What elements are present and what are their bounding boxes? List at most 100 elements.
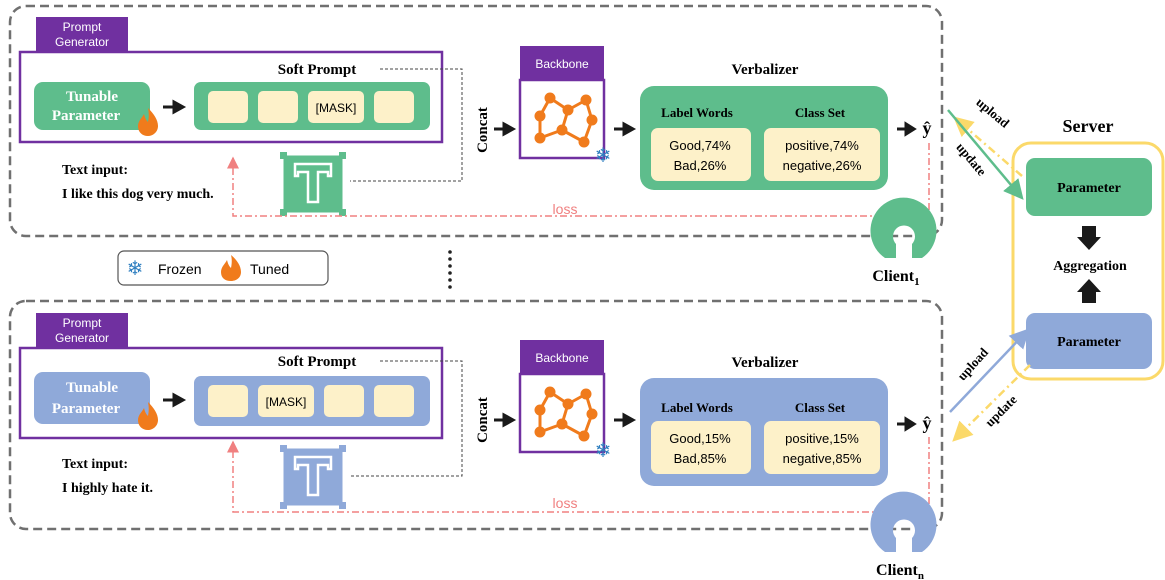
text-input-value: I like this dog very much. bbox=[62, 187, 214, 202]
tunable-label-2: Parameter bbox=[52, 108, 121, 124]
client-1-panel: Prompt Generator Tunable Parameter Soft … bbox=[8, 4, 944, 238]
prompt-generator-label-1: Prompt bbox=[63, 20, 102, 34]
label-words-header: Label Words bbox=[661, 400, 733, 415]
soft-prompt-title: Soft Prompt bbox=[278, 354, 356, 370]
label-words-header: Label Words bbox=[661, 105, 733, 120]
prompt-generator-label-2: Generator bbox=[55, 35, 109, 49]
arrow-down bbox=[1077, 226, 1101, 250]
loss-label: loss bbox=[553, 201, 578, 217]
backbone-label: Backbone bbox=[535, 351, 589, 365]
concat-label: Concat bbox=[475, 107, 491, 153]
arrow-to-soft-prompt bbox=[163, 392, 187, 408]
class-negative: negative,26% bbox=[783, 158, 862, 173]
verbalizer-title: Verbalizer bbox=[732, 62, 799, 78]
snowflake-icon: ❄ bbox=[595, 440, 612, 462]
arrow-to-verbalizer bbox=[614, 412, 637, 428]
label-word-bad: Bad,26% bbox=[674, 158, 727, 173]
arrow-up bbox=[1077, 279, 1101, 303]
mask-token bbox=[258, 385, 314, 417]
loss-path bbox=[227, 143, 930, 217]
server-panel: Server Parameter Aggregation Parameter bbox=[1011, 116, 1165, 381]
prompt-generator-label-2: Generator bbox=[55, 331, 109, 345]
verbalizer-title: Verbalizer bbox=[732, 355, 799, 371]
ellipsis-dots bbox=[448, 250, 452, 289]
client-n-sync-arrows: upload update bbox=[949, 328, 1031, 442]
client-1-sync-arrows: upload update bbox=[947, 94, 1024, 200]
client-1-icon: Client1 bbox=[870, 197, 937, 288]
tunable-label-2: Parameter bbox=[52, 401, 121, 417]
arrow-to-soft-prompt bbox=[163, 99, 187, 115]
server-title: Server bbox=[1063, 116, 1114, 136]
label-words-cell bbox=[651, 421, 751, 474]
legend-tuned: Tuned bbox=[250, 261, 289, 277]
label-word-good: Good,15% bbox=[669, 431, 731, 446]
arrow-to-backbone bbox=[494, 121, 517, 137]
tunable-label-1: Tunable bbox=[66, 380, 118, 396]
client-n-icon: Clientn bbox=[870, 491, 937, 580]
flame-icon bbox=[221, 255, 241, 281]
tunable-label-1: Tunable bbox=[66, 89, 118, 105]
upload-label: upload bbox=[954, 344, 991, 383]
mask-token bbox=[308, 91, 364, 123]
loss-path bbox=[227, 437, 930, 513]
arrow-to-output bbox=[897, 416, 917, 432]
snowflake-icon: ❄ bbox=[595, 145, 612, 167]
tunable-parameter-box[interactable] bbox=[34, 372, 150, 424]
server-parameter-bottom[interactable] bbox=[1026, 313, 1152, 369]
update-label: update bbox=[982, 392, 1020, 430]
label-word-good: Good,74% bbox=[669, 138, 731, 153]
backbone-tag bbox=[520, 46, 604, 80]
prompt-token bbox=[374, 385, 414, 417]
soft-prompt-connector bbox=[350, 360, 463, 477]
parameter-label: Parameter bbox=[1057, 335, 1121, 350]
network-icon bbox=[534, 386, 598, 442]
mask-label: [MASK] bbox=[316, 101, 357, 115]
class-positive: positive,15% bbox=[785, 431, 859, 446]
prompt-token bbox=[374, 91, 414, 123]
class-negative: negative,85% bbox=[783, 451, 862, 466]
parameter-label: Parameter bbox=[1057, 181, 1121, 196]
text-token-icon bbox=[280, 445, 346, 509]
client-n-panel: Prompt Generator Tunable Parameter Soft … bbox=[8, 299, 944, 531]
prompt-token bbox=[324, 385, 364, 417]
prompt-token bbox=[208, 385, 248, 417]
upload-label: upload bbox=[973, 94, 1013, 131]
text-input-value: I highly hate it. bbox=[62, 481, 153, 496]
output-y-hat: ŷ bbox=[923, 413, 932, 433]
arrow-to-backbone bbox=[494, 412, 517, 428]
class-set-header: Class Set bbox=[795, 400, 846, 415]
output-y-hat: ŷ bbox=[923, 118, 932, 138]
flame-icon bbox=[138, 402, 158, 430]
text-input-label: Text input: bbox=[62, 457, 128, 472]
aggregation-label: Aggregation bbox=[1053, 259, 1127, 274]
client-1-label: Client1 bbox=[872, 268, 919, 288]
tunable-parameter-box[interactable] bbox=[34, 82, 150, 130]
label-words-cell bbox=[651, 128, 751, 181]
loss-label: loss bbox=[553, 495, 578, 511]
mask-label: [MASK] bbox=[266, 395, 307, 409]
network-icon bbox=[534, 92, 598, 148]
soft-prompt-title: Soft Prompt bbox=[278, 62, 356, 78]
backbone-tag bbox=[520, 340, 604, 374]
soft-prompt-connector bbox=[350, 68, 463, 182]
prompt-generator-tag bbox=[36, 313, 128, 348]
snowflake-icon: ❄ bbox=[127, 258, 144, 280]
flame-icon bbox=[138, 108, 158, 136]
client-n-label: Clientn bbox=[876, 562, 924, 580]
update-label: update bbox=[953, 140, 989, 179]
label-word-bad: Bad,85% bbox=[674, 451, 727, 466]
prompt-generator-label-1: Prompt bbox=[63, 316, 102, 330]
class-positive: positive,74% bbox=[785, 138, 859, 153]
prompt-generator-tag bbox=[36, 17, 128, 52]
backbone-label: Backbone bbox=[535, 57, 589, 71]
concat-label: Concat bbox=[475, 397, 491, 443]
server-parameter-top[interactable] bbox=[1026, 158, 1152, 216]
prompt-token bbox=[208, 91, 248, 123]
arrow-to-output bbox=[897, 121, 917, 137]
prompt-token bbox=[258, 91, 298, 123]
class-set-cell bbox=[764, 421, 880, 474]
text-token-icon bbox=[280, 152, 346, 216]
class-set-cell bbox=[764, 128, 880, 181]
legend: ❄ Frozen Tuned bbox=[117, 250, 329, 286]
